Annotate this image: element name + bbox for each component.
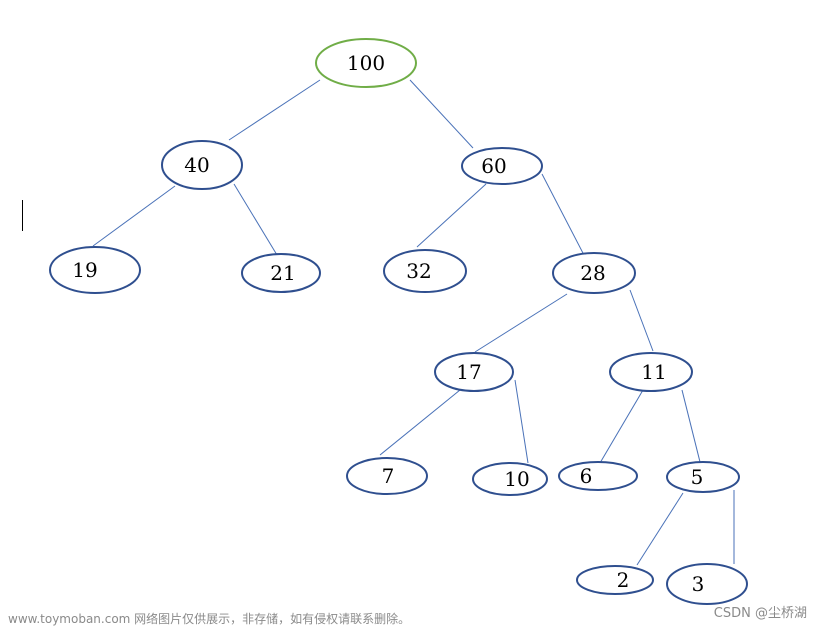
tree-node-label: 19 (72, 258, 97, 282)
tree-node-ellipse (49, 246, 141, 294)
tree-node-40: 40 (161, 140, 243, 190)
tree-edge-n5-n2 (636, 492, 684, 566)
tree-node-label: 21 (270, 261, 295, 285)
tree-node-label: 5 (691, 465, 704, 489)
tree-node-21: 21 (241, 253, 321, 293)
tree-node-ellipse (241, 253, 321, 293)
tree-node-7: 7 (346, 457, 428, 495)
tree-edge-n11-n6 (599, 389, 644, 464)
tree-edge-n60-n28 (541, 173, 586, 258)
tree-node-17: 17 (434, 352, 514, 392)
tree-node-ellipse (576, 565, 654, 595)
tree-node-ellipse (383, 249, 467, 293)
tree-node-label: 2 (617, 568, 630, 592)
tree-node-label: 3 (692, 572, 705, 596)
tree-node-32: 32 (383, 249, 467, 293)
tree-node-ellipse (666, 461, 740, 493)
tree-node-label: 100 (347, 51, 385, 75)
tree-node-2: 2 (576, 565, 654, 595)
tree-node-ellipse (161, 140, 243, 190)
tree-node-60: 60 (461, 147, 543, 185)
tree-node-ellipse (609, 352, 693, 392)
tree-node-28: 28 (552, 252, 636, 294)
watermark-site-text: www.toymoban.com 网络图片仅供展示，非存储，如有侵权请联系删除。 (8, 612, 411, 626)
tree-node-10: 10 (472, 462, 548, 496)
tree-node-ellipse (346, 457, 428, 495)
tree-edge-n60-n32 (416, 183, 487, 248)
tree-edges (92, 79, 735, 566)
tree-node-label: 17 (456, 360, 481, 384)
tree-node-label: 28 (580, 261, 605, 285)
tree-nodes: 100 40 60 19 21 32 28 17 11 7 10 6 5 2 3 (49, 38, 748, 605)
tree-node-19: 19 (49, 246, 141, 294)
tree-node-ellipse (558, 461, 638, 491)
tree-node-label: 60 (481, 154, 506, 178)
tree-node-label: 6 (580, 464, 593, 488)
tree-node-ellipse (434, 352, 514, 392)
tree-node-3: 3 (666, 563, 748, 605)
tree-edge-n40-n21 (233, 183, 278, 256)
tree-node-label: 40 (184, 153, 209, 177)
tree-node-label: 32 (406, 259, 431, 283)
tree-edge-n40-n19 (92, 185, 176, 247)
tree-node-label: 7 (382, 464, 395, 488)
tree-edge-n17-n10 (514, 379, 529, 464)
tree-node-11: 11 (609, 352, 693, 392)
tree-edge-n11-n5 (681, 389, 701, 463)
tree-node-ellipse (666, 563, 748, 605)
tree-edge-n17-n7 (379, 389, 461, 456)
watermark-author-text: CSDN @尘桥湖 (713, 606, 807, 621)
tree-node-label: 10 (504, 467, 529, 491)
tree-edge-n28-n17 (474, 293, 568, 353)
tree-node-label: 11 (641, 360, 666, 384)
tree-edge-n28-n11 (629, 289, 654, 352)
tree-node-ellipse (552, 252, 636, 294)
tree-node-ellipse (315, 38, 417, 88)
tree-node-100: 100 (315, 38, 417, 88)
tree-edge-n100-n60 (409, 79, 474, 149)
tree-node-5: 5 (666, 461, 740, 493)
tree-node-ellipse (461, 147, 543, 185)
tree-node-6: 6 (558, 461, 638, 491)
tree-edge-n100-n40 (228, 79, 321, 141)
tree-node-ellipse (472, 462, 548, 496)
text-cursor (22, 200, 23, 231)
